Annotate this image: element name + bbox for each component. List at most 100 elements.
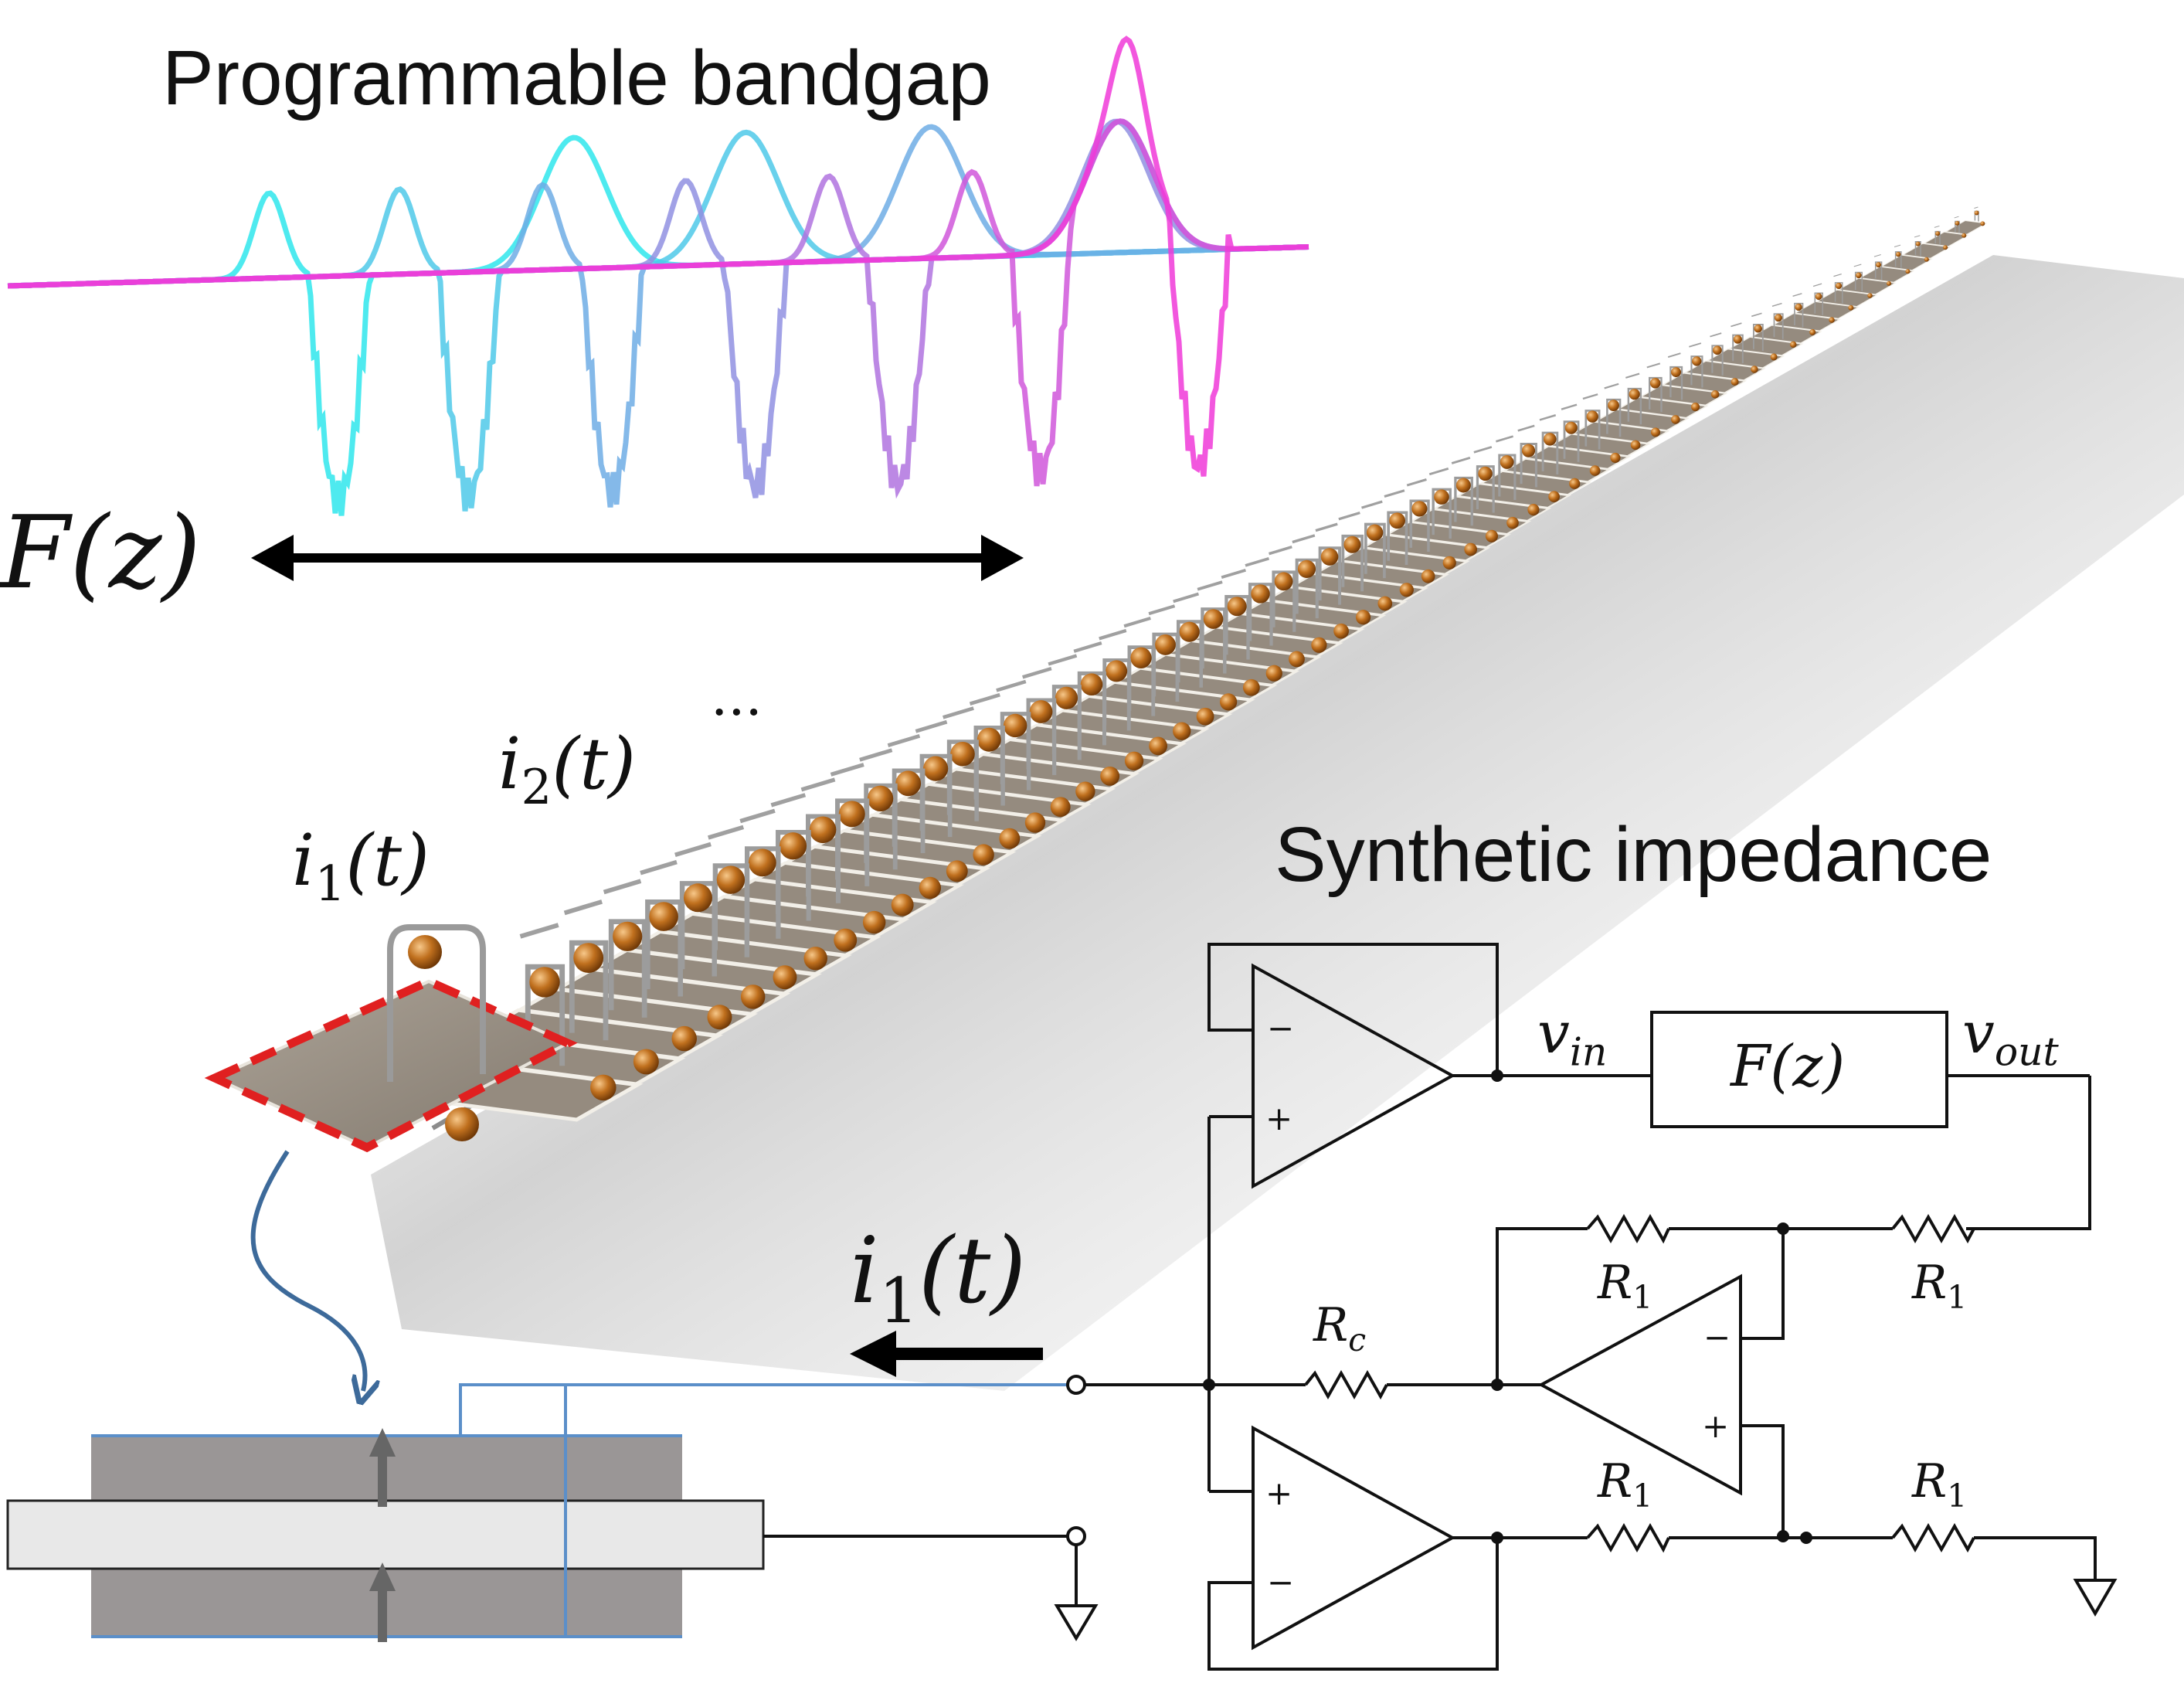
- current-arrow-small: [1496, 435, 1514, 443]
- capacitor-bead: [977, 727, 1001, 752]
- unit-cell-plate: [1750, 325, 1822, 344]
- capacitor-bead: [573, 943, 604, 974]
- current-arrow-small: [1099, 628, 1127, 641]
- ellipsis-label: ...: [711, 665, 763, 728]
- unit-cell-plate: [1945, 219, 1988, 235]
- current-arrow-small: [859, 748, 893, 762]
- current-arrow-small: [969, 692, 1000, 706]
- wire-loop: [1814, 292, 1823, 315]
- capacitor-bead: [1421, 569, 1435, 583]
- capacitor-bead: [946, 860, 968, 882]
- synthetic-impedance-circuit: − + vin F(z) vout R1 R1 Rc − +: [1054, 943, 2118, 1671]
- capacitor-bead: [1227, 597, 1247, 617]
- svg-text:−: −: [1267, 1009, 1294, 1047]
- current-arrow-small: [1646, 362, 1661, 369]
- bandgap-title: Programmable bandgap: [162, 35, 991, 121]
- unit-cell-plate: [1859, 266, 1915, 283]
- capacitor-bead: [748, 848, 776, 877]
- capacitor-bead: [1789, 341, 1797, 349]
- capacitor-bead: [1770, 353, 1778, 361]
- current-arrow-small: [1173, 592, 1200, 604]
- capacitor-bead: [895, 770, 922, 797]
- current-arrow-small: [1710, 332, 1722, 338]
- current-arrow-small: [1048, 654, 1078, 666]
- svg-text:R1: R1: [1597, 1454, 1652, 1515]
- capacitor-bead: [1506, 516, 1519, 529]
- current-arrow-small: [674, 842, 712, 857]
- opamp-bottom: [1252, 1425, 1456, 1651]
- wire-loop: [1541, 431, 1559, 475]
- capacitor-bead: [1377, 596, 1393, 611]
- capacitor-bead: [773, 965, 797, 990]
- capacitor-bead: [1024, 812, 1046, 833]
- capacitor-bead: [1543, 433, 1557, 446]
- signal-wire: [459, 1383, 1076, 1436]
- capacitor-bead: [1809, 329, 1816, 335]
- current-arrow-small: [1428, 467, 1449, 476]
- capacitor-bead: [633, 1049, 659, 1075]
- spectrum-curve: [7, 36, 1309, 477]
- wire-loop: [1364, 522, 1386, 579]
- wire-loop: [1341, 534, 1364, 592]
- capacitor-bead: [1610, 452, 1621, 463]
- impedance-title: Synthetic impedance: [1275, 811, 1992, 898]
- capacitor-bead: [1149, 736, 1167, 756]
- capacitor-bead: [1411, 501, 1428, 517]
- current-arrow-small: [1517, 424, 1535, 432]
- resistor-rc: [1304, 1369, 1388, 1400]
- wire-loop: [1773, 313, 1784, 339]
- capacitor-bead: [1242, 678, 1260, 696]
- capacitor-bead: [1943, 245, 1948, 250]
- wire-loop: [1318, 546, 1342, 605]
- capacitor-bead: [1173, 722, 1191, 740]
- capacitor-bead: [1905, 269, 1911, 274]
- capacitor-bead: [1586, 410, 1598, 423]
- current-arrow-small: [1315, 522, 1338, 532]
- current-arrow-small: [563, 899, 603, 916]
- wire-loop: [1248, 583, 1273, 646]
- wire-loop: [1272, 570, 1296, 632]
- resistor-r1-bottom-left: [1586, 1522, 1670, 1553]
- capacitor-bead: [529, 967, 560, 998]
- wire-loop: [1669, 366, 1683, 400]
- capacitor-bead: [1106, 660, 1128, 682]
- unit-cell-plate: [1923, 231, 1969, 247]
- current-arrow-small: [1792, 293, 1802, 298]
- current-arrow-small: [603, 879, 642, 895]
- zoom-arrow: [250, 1150, 365, 1391]
- current-arrow-small: [1894, 244, 1901, 248]
- wire-loop: [1752, 323, 1764, 352]
- capacitor-bead: [1050, 797, 1071, 818]
- capacitor-bead: [1320, 548, 1339, 566]
- current-arrow-small: [1853, 264, 1862, 267]
- spectrum-curve: [7, 118, 1309, 487]
- current-arrow-small: [1221, 569, 1246, 579]
- capacitor-bead: [862, 910, 886, 934]
- wire-loop: [1476, 465, 1495, 513]
- capacitor-bead: [1124, 751, 1144, 770]
- capacitor-bead: [1055, 686, 1078, 709]
- wire-loop: [1295, 558, 1319, 619]
- unit-cell-plate: [1902, 243, 1951, 259]
- capacitor-bead: [973, 844, 994, 865]
- wire-loop: [1432, 488, 1452, 539]
- current-arrow-small: [1604, 383, 1619, 389]
- wire-loop: [1563, 420, 1580, 462]
- capacitor-bead: [1980, 221, 1985, 226]
- wire-loop: [1409, 499, 1430, 552]
- capacitor-bead: [671, 1025, 697, 1052]
- wire-loop: [1387, 511, 1408, 565]
- capacitor-bead: [1196, 707, 1214, 726]
- capacitor-bead: [1754, 324, 1763, 333]
- capacitor-bead: [803, 947, 827, 971]
- capacitor-bead: [683, 883, 712, 913]
- capacitor-bead: [950, 741, 975, 767]
- capacitor-bead: [1650, 427, 1661, 437]
- capacitor-bead: [999, 828, 1021, 849]
- capacitor-bead: [1829, 317, 1835, 323]
- capacitor-bead: [1710, 390, 1720, 399]
- wire-loop: [645, 899, 683, 997]
- unit-cell-plate: [1706, 349, 1785, 369]
- terminal-top: [1066, 1375, 1086, 1395]
